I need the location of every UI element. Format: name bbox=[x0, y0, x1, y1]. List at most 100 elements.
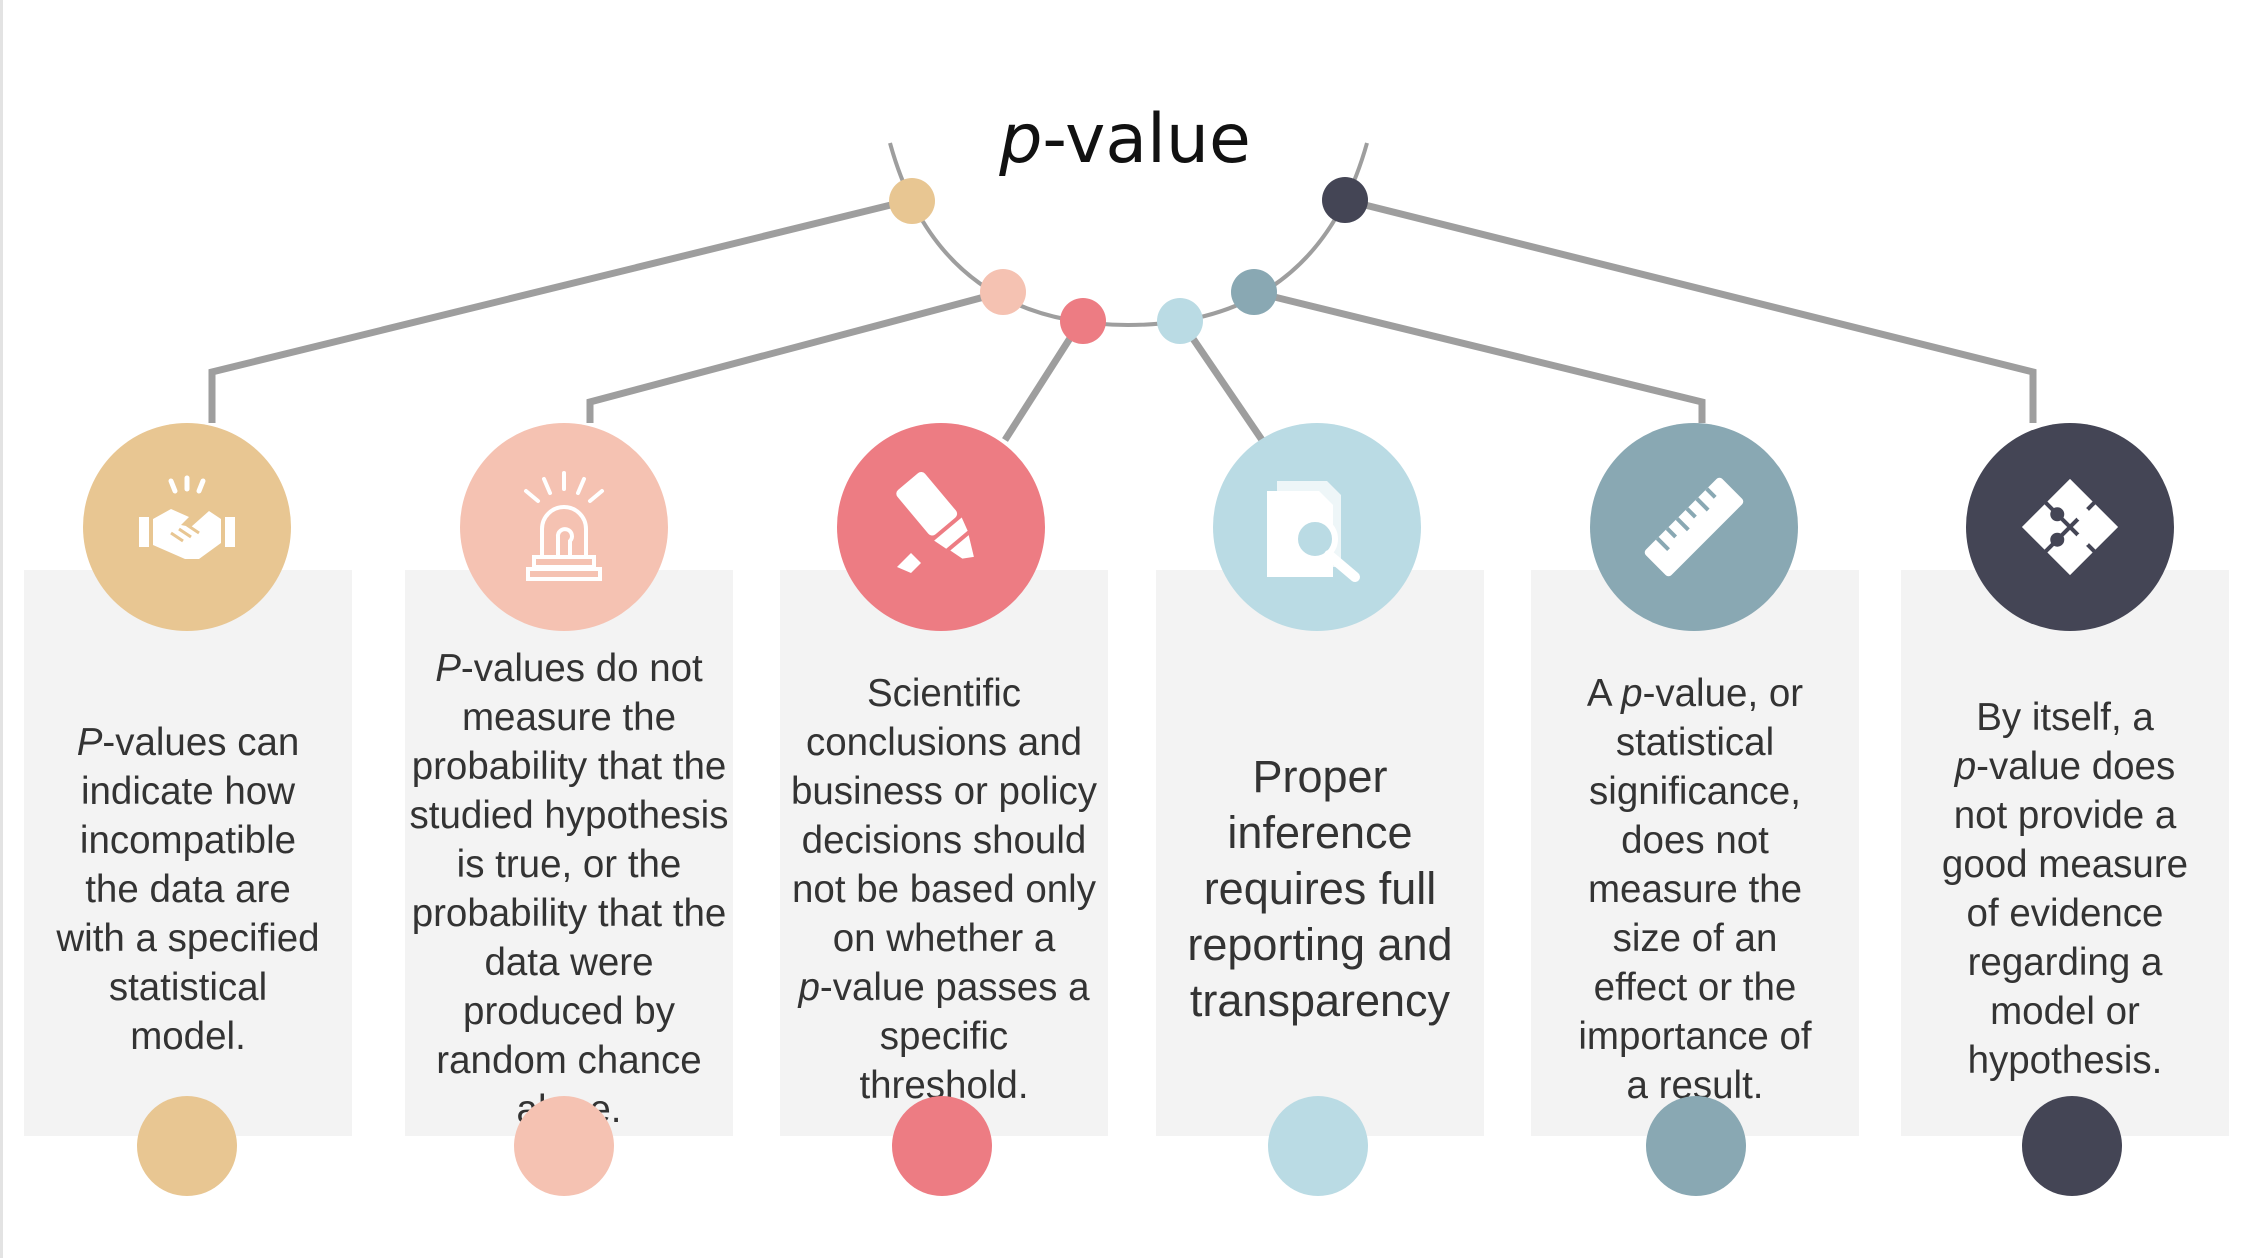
card-line: requires full bbox=[1203, 863, 1437, 914]
card-line: incompatible bbox=[79, 818, 297, 862]
alarm-light-icon bbox=[524, 471, 604, 581]
card-5-text: A p-value, or statistical significance, doe… bbox=[1531, 642, 1859, 1136]
bottom-dot-1 bbox=[137, 1096, 237, 1196]
icon-circle-5 bbox=[1590, 423, 1798, 631]
line-segment: -value, or bbox=[1642, 671, 1804, 715]
card-3-text: Scientific conclusions and business or pol… bbox=[780, 642, 1108, 1136]
card-line: statistical bbox=[108, 965, 268, 1009]
icon-circle-6 bbox=[1966, 423, 2174, 631]
handshake-icon bbox=[139, 475, 235, 559]
card-line: P-values can bbox=[77, 721, 300, 764]
card-line: conclusions and bbox=[805, 720, 1083, 764]
hub-dot-2 bbox=[980, 269, 1026, 315]
puzzle-icon bbox=[2021, 478, 2119, 576]
connector-line-3 bbox=[1002, 319, 1084, 442]
card-line: data were bbox=[484, 941, 654, 984]
bottom-dot-4 bbox=[1268, 1096, 1368, 1196]
card-5: A p-value, or statistical significance, doe… bbox=[1531, 570, 1859, 1136]
hub-dot-4 bbox=[1157, 298, 1203, 344]
line-segment: -value passes a bbox=[819, 965, 1090, 1009]
card-line: P-values do not bbox=[435, 647, 703, 690]
card-line: measure the bbox=[1587, 867, 1802, 911]
icon-circle-3 bbox=[837, 423, 1045, 631]
card-line: good measure bbox=[1941, 843, 2189, 886]
card-line: on whether a bbox=[832, 916, 1056, 960]
document-search-icon bbox=[1267, 481, 1360, 582]
card-line: reporting and bbox=[1187, 919, 1453, 970]
card-3-paragraph: Scientific conclusions and business or pol… bbox=[791, 669, 1097, 1110]
card-3: Scientific conclusions and business or pol… bbox=[780, 570, 1108, 1136]
italic-p: p bbox=[798, 965, 820, 1009]
card-line: is true, or the bbox=[456, 843, 682, 886]
card-line: importance of bbox=[1578, 1014, 1812, 1058]
card-2: P-values do not measure the probability th… bbox=[405, 570, 733, 1136]
card-line: Scientific bbox=[866, 671, 1022, 715]
hub-dot-5 bbox=[1231, 269, 1277, 315]
card-line: probability that the bbox=[411, 745, 727, 788]
hub-dot-6 bbox=[1322, 177, 1368, 223]
card-1-text: P-values can indicate how incompatible the … bbox=[24, 642, 352, 1136]
highlighter-icon bbox=[896, 472, 974, 573]
card-line: inference bbox=[1227, 807, 1413, 858]
card-line: of evidence bbox=[1966, 892, 2164, 935]
card-line: size of an bbox=[1612, 916, 1778, 960]
card-1-paragraph: P-values can indicate how incompatible the … bbox=[56, 718, 319, 1061]
card-line: effect or the bbox=[1593, 965, 1797, 1009]
card-line: model. bbox=[130, 1014, 246, 1058]
card-line: does not bbox=[1621, 818, 1769, 862]
card-line: the data are bbox=[85, 867, 291, 911]
card-line: measure the bbox=[461, 696, 676, 739]
card-line: significance, bbox=[1589, 769, 1801, 813]
italic-p: p bbox=[1621, 671, 1643, 715]
card-2-paragraph: P-values do not measure the probability th… bbox=[410, 644, 729, 1134]
hub-dot-1 bbox=[889, 178, 935, 224]
card-line: studied hypothesis bbox=[409, 794, 729, 837]
italic-p: P bbox=[435, 647, 461, 690]
card-line: random chance bbox=[436, 1039, 702, 1082]
card-line: probability that the bbox=[411, 892, 727, 935]
diagram-title: p-value bbox=[950, 100, 1300, 180]
connector-line-5 bbox=[1253, 288, 1706, 423]
title-suffix: -value bbox=[1042, 100, 1251, 179]
italic-p: P bbox=[76, 720, 103, 764]
icon-circle-2 bbox=[460, 423, 668, 631]
line-segment: A bbox=[1586, 671, 1622, 715]
card-line: transparency bbox=[1189, 975, 1451, 1026]
card-line: By itself, a bbox=[1976, 696, 2154, 739]
card-line: not be based only bbox=[792, 867, 1096, 911]
card-line: indicate how bbox=[80, 769, 295, 813]
connector-line-4 bbox=[1178, 319, 1265, 442]
bottom-dot-3 bbox=[892, 1096, 992, 1196]
icon-circle-4 bbox=[1213, 423, 1421, 631]
bottom-dot-2 bbox=[514, 1096, 614, 1196]
card-line: business or policy bbox=[790, 769, 1097, 813]
card-line: not provide a bbox=[1953, 794, 2177, 837]
card-line: A p-value, or bbox=[1587, 672, 1803, 715]
card-line: specific bbox=[879, 1014, 1009, 1058]
hub-dot-3 bbox=[1060, 298, 1106, 344]
connector-line-6 bbox=[1344, 196, 2037, 423]
card-line: produced by bbox=[463, 990, 675, 1033]
card-1: P-values can indicate how incompatible the … bbox=[24, 570, 352, 1136]
line-segment: -values can bbox=[102, 720, 300, 764]
card-line: statistical bbox=[1615, 720, 1775, 764]
card-line: regarding a bbox=[1967, 941, 2163, 984]
card-line: p-value passes a bbox=[798, 966, 1089, 1009]
line-segment: -values do not bbox=[460, 647, 703, 690]
card-line: with a specified bbox=[56, 916, 320, 960]
bottom-dot-6 bbox=[2022, 1096, 2122, 1196]
bottom-dot-5 bbox=[1646, 1096, 1746, 1196]
connector-line-1 bbox=[208, 196, 912, 423]
ruler-icon bbox=[1644, 477, 1744, 577]
title-italic-p: p bbox=[999, 100, 1043, 179]
card-line: Proper bbox=[1252, 751, 1388, 802]
card-2-text: P-values do not measure the probability th… bbox=[405, 642, 733, 1136]
left-border-rule bbox=[0, 0, 3, 1258]
